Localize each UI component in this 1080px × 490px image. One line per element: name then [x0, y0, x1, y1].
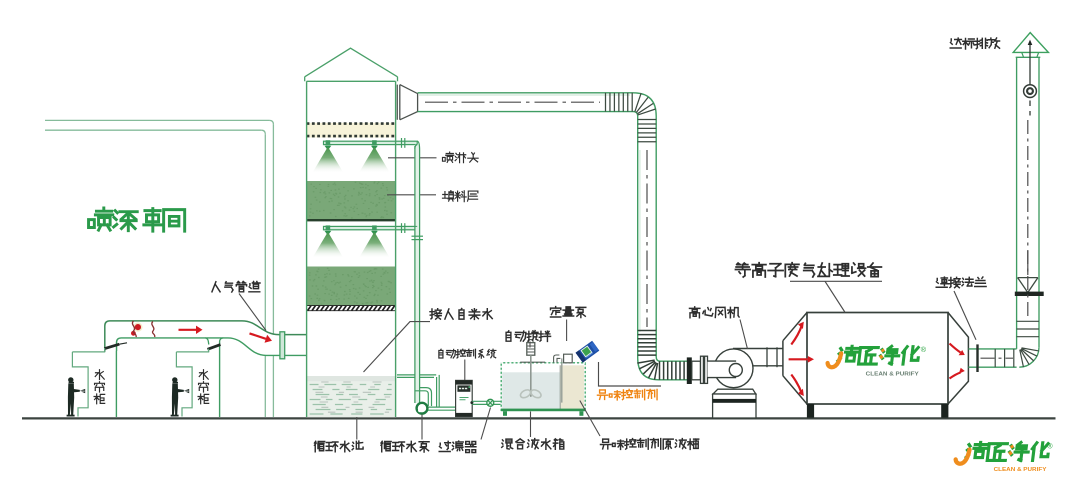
svg-text:®: ®	[1047, 441, 1053, 450]
svg-text:CLEAN & PURIFY: CLEAN & PURIFY	[994, 467, 1047, 473]
svg-text:CLEAN & PURIFY: CLEAN & PURIFY	[866, 371, 919, 377]
svg-text:®: ®	[921, 345, 927, 354]
